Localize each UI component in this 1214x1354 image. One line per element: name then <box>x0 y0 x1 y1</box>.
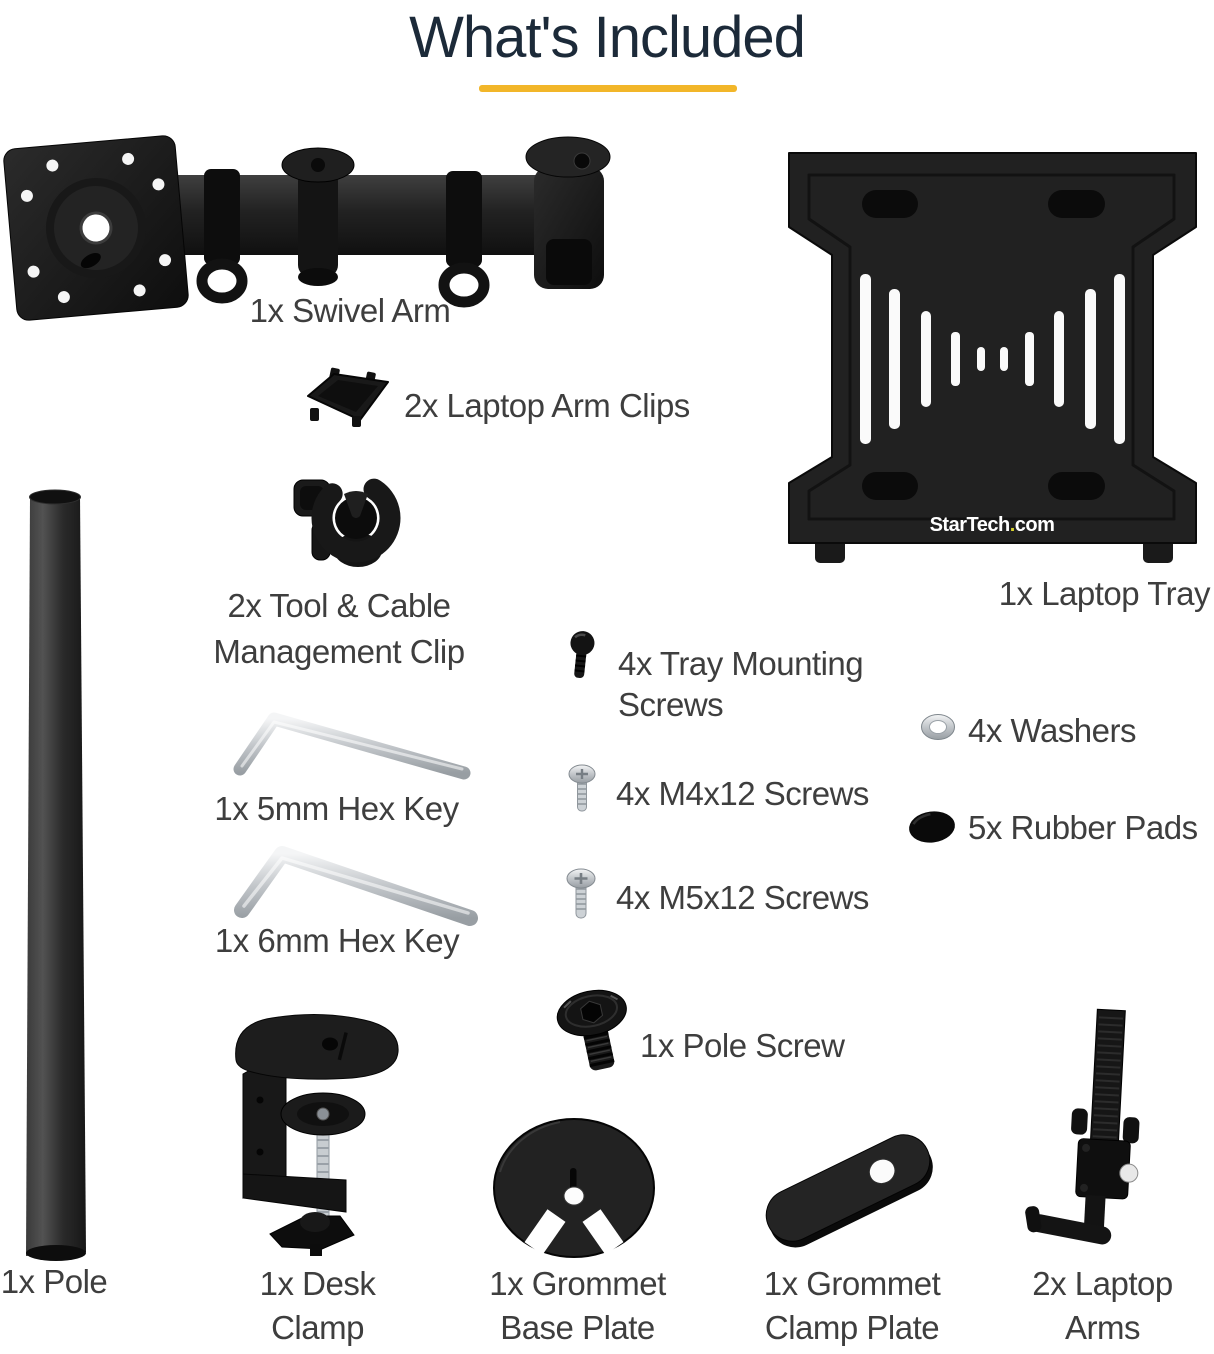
hex-key-6mm-label: 1x 6mm Hex Key <box>214 922 460 959</box>
laptop-arm-clip-icon <box>300 366 395 428</box>
m4-screw-icon <box>567 764 597 818</box>
tray-mounting-screws-label: 4x Tray Mounting Screws <box>618 645 864 723</box>
laptop-arms-label: 2x Laptop Arms <box>1032 1265 1173 1346</box>
hex-key-6mm-image <box>222 838 478 933</box>
laptop-arms-image <box>1025 982 1196 1256</box>
grommet-base-plate-image <box>488 1112 660 1262</box>
desk-clamp-label: 1x Desk Clamp <box>259 1265 376 1346</box>
grommet-clamp-plate-label: 1x Grommet Clamp Plate <box>763 1265 941 1346</box>
title-underline <box>479 85 737 92</box>
washers-label: 4x Washers <box>968 712 1137 749</box>
washer-icon <box>919 712 957 744</box>
hex-key-5mm-label: 1x 5mm Hex Key <box>214 790 459 827</box>
pole-label: 1x Pole <box>0 1263 108 1300</box>
swivel-arm-label: 1x Swivel Arm <box>249 292 451 329</box>
rubber-pads-label: 5x Rubber Pads <box>968 809 1198 846</box>
rubber-pad-icon <box>906 808 958 846</box>
tool-cable-clip-label: 2x Tool & Cable Management Clip <box>213 587 465 670</box>
m4x12-screws-label: 4x M4x12 Screws <box>616 775 869 812</box>
pole-screw-icon <box>552 984 632 1078</box>
swivel-arm-image <box>3 113 631 353</box>
grommet-base-plate-label: 1x Grommet Base Plate <box>489 1265 666 1346</box>
laptop-tray-label: 1x Laptop Tray <box>998 575 1211 612</box>
startech-logo: StarTech.com <box>930 514 1055 536</box>
m5x12-screws-label: 4x M5x12 Screws <box>616 879 869 916</box>
grommet-clamp-plate-image <box>748 1126 948 1256</box>
m5-screw-icon <box>565 868 597 925</box>
page-title: What's Included <box>409 5 806 70</box>
laptop-tray-image: StarTech.com <box>775 147 1210 570</box>
hex-key-5mm-image <box>222 703 472 788</box>
pole-image <box>24 486 88 1266</box>
pole-screw-label: 1x Pole Screw <box>640 1027 845 1064</box>
tray-mounting-screw-icon <box>563 630 599 684</box>
laptop-arm-clips-label: 2x Laptop Arm Clips <box>404 387 690 424</box>
tool-cable-clip-image <box>284 464 404 574</box>
desk-clamp-image <box>222 982 407 1262</box>
vesa-plate <box>3 135 189 321</box>
